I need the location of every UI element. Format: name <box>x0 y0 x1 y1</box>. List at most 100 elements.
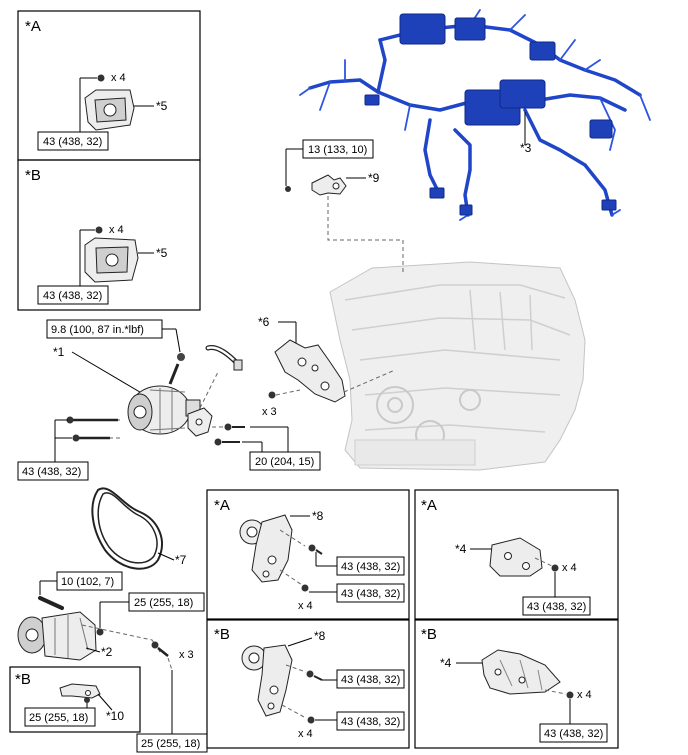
panel-b-title: *B <box>421 626 437 643</box>
bolt-icon <box>285 186 291 192</box>
bracket-10 <box>59 683 101 699</box>
nut-icon <box>96 628 104 636</box>
panel-a-title: *A <box>214 497 230 514</box>
terminal-wire <box>168 363 180 385</box>
label-part-4: *4 <box>440 656 452 670</box>
torque-box <box>539 723 608 743</box>
bracket-6 <box>274 339 346 403</box>
label-part-10: *10 <box>106 709 124 723</box>
connector-icon <box>233 359 243 371</box>
leader <box>85 647 101 653</box>
torque-spec: 25 (255, 18) <box>29 712 88 724</box>
torque-box <box>249 451 321 471</box>
qty-x4: x 4 <box>111 72 126 84</box>
label-part-6: *6 <box>258 315 270 329</box>
label-part-5: *5 <box>156 99 168 113</box>
bracket-4-a <box>489 537 543 577</box>
label-part-9: *9 <box>368 171 380 185</box>
bolt-icon <box>301 584 309 592</box>
torque-spec: 10 (102, 7) <box>61 576 114 588</box>
bracket-5-a <box>84 89 135 131</box>
v-ribbed-belt-7 <box>91 487 163 570</box>
tensioner-8-a <box>239 514 293 583</box>
leader <box>157 552 175 561</box>
panel-b-belt-tensioner <box>206 619 410 749</box>
panel-b-title: *B <box>15 671 31 688</box>
torque-box <box>336 669 405 689</box>
torque-spec: 43 (438, 32) <box>341 674 400 686</box>
alternator-bracket-small <box>187 407 213 437</box>
label-part-8: *8 <box>312 509 324 523</box>
dashed-guide <box>327 196 404 275</box>
compressor-2 <box>17 611 97 661</box>
qty-x4: x 4 <box>577 689 592 701</box>
bolt-icon <box>151 641 159 649</box>
panel-b-small <box>9 666 141 733</box>
panel-a-title: *A <box>421 497 437 514</box>
torque-box <box>24 707 96 727</box>
torque-spec: 25 (255, 18) <box>141 738 200 750</box>
label-part-8: *8 <box>314 629 326 643</box>
bolt-icon <box>551 564 559 572</box>
nut-icon <box>84 697 90 703</box>
label-part-2: *2 <box>101 645 113 659</box>
bolt-short <box>72 434 110 442</box>
torque-box <box>336 556 405 576</box>
qty-x3: x 3 <box>179 649 194 661</box>
bolt-icon <box>268 391 276 399</box>
torque-box <box>37 131 109 151</box>
torque-spec: 9.8 (100, 87 in.*lbf) <box>51 324 144 336</box>
engine-illustration <box>329 261 586 471</box>
stud-bolt <box>38 596 64 610</box>
panel-a-title: *A <box>25 18 41 35</box>
bolt-icon <box>308 544 316 552</box>
torque-spec: 43 (438, 32) <box>544 728 603 740</box>
dashed-guide <box>275 369 396 396</box>
leader <box>287 637 313 647</box>
qty-x4: x 4 <box>298 728 313 740</box>
torque-spec: 20 (204, 15) <box>255 456 314 468</box>
panel-b-bracket-4 <box>414 619 619 749</box>
qty-x4: x 4 <box>109 224 124 236</box>
torque-spec: 43 (438, 32) <box>43 290 102 302</box>
qty-x3: x 3 <box>262 406 277 418</box>
torque-spec: 43 (438, 32) <box>527 601 586 613</box>
torque-spec: 43 (438, 32) <box>341 561 400 573</box>
leader <box>97 693 113 711</box>
bolt-icon <box>224 423 232 431</box>
bolt-icon <box>95 226 103 234</box>
label-part-4: *4 <box>455 542 467 556</box>
tensioner-8-b <box>241 644 293 717</box>
torque-box <box>336 583 405 603</box>
bolt-icon <box>307 716 315 724</box>
torque-spec: 43 (438, 32) <box>341 588 400 600</box>
torque-spec: 25 (255, 18) <box>134 597 193 609</box>
label-part-7: *7 <box>175 553 187 567</box>
dashed-guide <box>81 624 161 653</box>
panel-a-belt-tensioner <box>206 489 410 620</box>
label-part-3: *3 <box>520 141 532 155</box>
torque-spec: 43 (438, 32) <box>341 716 400 728</box>
torque-box <box>17 461 89 481</box>
bolt-icon <box>214 438 222 446</box>
leader <box>175 328 181 353</box>
qty-x4: x 4 <box>562 562 577 574</box>
bolt-icon <box>306 670 314 678</box>
bolt-icon <box>566 691 574 699</box>
qty-x4: x 4 <box>298 600 313 612</box>
bracket-4-b <box>481 649 561 695</box>
torque-box <box>336 711 405 731</box>
clamp-9 <box>311 174 347 196</box>
leader <box>71 351 151 399</box>
torque-spec: 43 (438, 32) <box>43 136 102 148</box>
panel-b-title: *B <box>214 626 230 643</box>
bolt-icon <box>97 74 105 82</box>
panel-a-bracket-4 <box>414 489 619 620</box>
torque-box <box>522 596 591 616</box>
torque-spec: 13 (133, 10) <box>308 144 367 156</box>
label-part-1: *1 <box>53 345 65 359</box>
bolt-long <box>66 416 118 424</box>
torque-spec: 43 (438, 32) <box>22 466 81 478</box>
bracket-5-b <box>84 237 139 283</box>
